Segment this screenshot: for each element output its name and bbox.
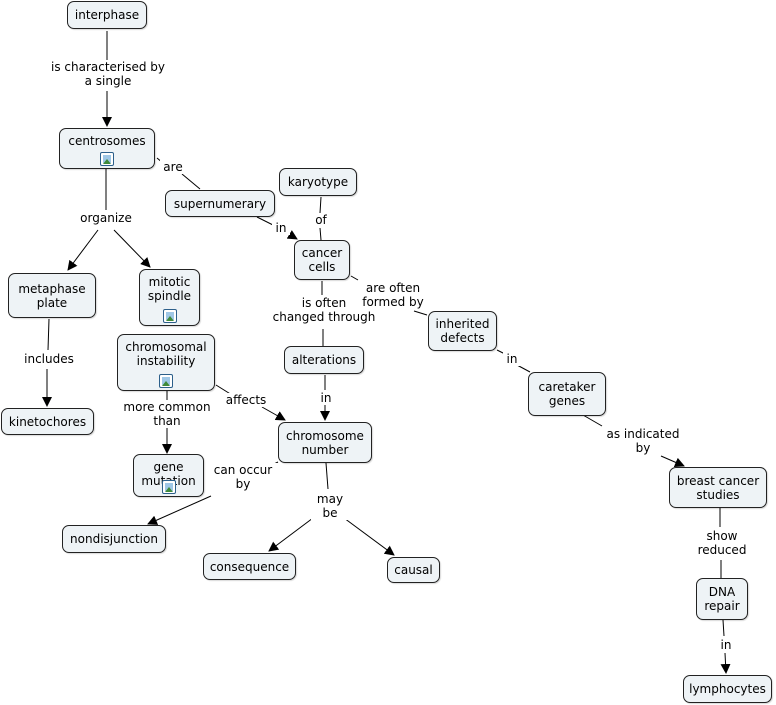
node-label: supernumerary (173, 196, 267, 211)
node-interphase[interactable]: interphase (67, 1, 147, 29)
connector (582, 414, 603, 427)
node-label: centrosomes (68, 134, 146, 148)
node-label: mitotic spindle (147, 275, 192, 303)
node-mitotic-spindle[interactable]: mitotic spindle (139, 269, 200, 326)
link-label-are: are (160, 160, 186, 174)
node-caretaker-genes[interactable]: caretaker genes (528, 372, 606, 416)
link-label-more-common: more common than (118, 400, 216, 428)
node-label: causal (394, 563, 433, 577)
connector (181, 173, 201, 190)
connector-arrow (147, 495, 212, 525)
node-consequence[interactable]: consequence (203, 553, 296, 580)
link-label-in: in (717, 638, 735, 652)
node-causal[interactable]: causal (387, 557, 440, 583)
link-label-of: of (311, 213, 331, 227)
link-label-affects: affects (221, 393, 271, 407)
node-label: metaphase plate (18, 281, 86, 310)
image-resource-icon[interactable] (100, 152, 114, 166)
connector (256, 216, 274, 226)
node-label: caretaker genes (538, 380, 596, 408)
node-label: kinetochores (8, 414, 87, 429)
connector-arrow (261, 406, 286, 421)
connector (516, 364, 531, 373)
node-breast-cancer-studies[interactable]: breast cancer studies (669, 467, 767, 508)
node-label: interphase (74, 8, 140, 22)
connector (325, 462, 329, 490)
node-chromosome-number[interactable]: chromosome number (278, 422, 372, 463)
link-label-in: in (503, 352, 521, 366)
node-dna-repair[interactable]: DNA repair (696, 578, 748, 620)
connector (413, 310, 428, 316)
connector (47, 318, 50, 351)
image-resource-icon[interactable] (161, 480, 176, 494)
link-label-as-indicated: as indicated by (600, 427, 686, 455)
link-label-organize: organize (76, 211, 136, 225)
node-centrosomes[interactable]: centrosomes (59, 128, 155, 169)
node-label: breast cancer studies (676, 473, 760, 502)
node-lymphocytes[interactable]: lymphocytes (683, 675, 772, 703)
connector-arrow (113, 229, 151, 268)
connector-arrow (720, 652, 731, 674)
node-metaphase-plate[interactable]: metaphase plate (8, 273, 96, 318)
node-chromosomal-instability[interactable]: chromosomal instability (117, 334, 215, 391)
link-label-show-reduced: show reduced (692, 529, 752, 557)
image-resource-icon[interactable] (159, 374, 173, 388)
node-alterations[interactable]: alterations (284, 346, 364, 374)
link-label-may-be: may be (311, 492, 349, 520)
node-label: DNA repair (704, 585, 740, 613)
link-label-can-occur: can occur by (208, 463, 278, 491)
connector-arrow (67, 229, 99, 271)
link-label-includes: includes (21, 352, 77, 366)
node-label: alterations (291, 353, 357, 367)
link-label-characterised: is characterised by a single (46, 60, 170, 88)
node-label: consequence (209, 559, 290, 574)
node-gene-mutation[interactable]: gene mutation (133, 454, 204, 497)
node-karyotype[interactable]: karyotype (279, 168, 357, 196)
connector (722, 619, 725, 637)
connector (319, 227, 322, 241)
link-label-in: in (317, 391, 335, 405)
node-inherited-defects[interactable]: inherited defects (428, 311, 497, 351)
node-label: lymphocytes (689, 682, 766, 696)
link-label-formed-by: are often formed by (357, 281, 429, 309)
node-label: inherited defects (435, 317, 490, 345)
node-supernumerary[interactable]: supernumerary (165, 190, 275, 217)
image-resource-icon[interactable] (162, 309, 177, 323)
connector (319, 196, 322, 214)
link-label-in: in (272, 221, 290, 235)
connector-arrow (268, 517, 314, 552)
node-label: chromosome number (286, 428, 364, 457)
connector-arrow (660, 455, 685, 467)
node-cancer-cells[interactable]: cancer cells (294, 240, 350, 280)
node-nondisjunction[interactable]: nondisjunction (62, 525, 166, 553)
node-kinetochores[interactable]: kinetochores (1, 408, 94, 435)
node-label: karyotype (287, 175, 349, 189)
node-label: chromosomal instability (125, 340, 207, 368)
node-label: nondisjunction (70, 532, 158, 546)
connector-arrow (343, 517, 395, 556)
connector (350, 275, 359, 281)
node-label: cancer cells (301, 246, 343, 274)
